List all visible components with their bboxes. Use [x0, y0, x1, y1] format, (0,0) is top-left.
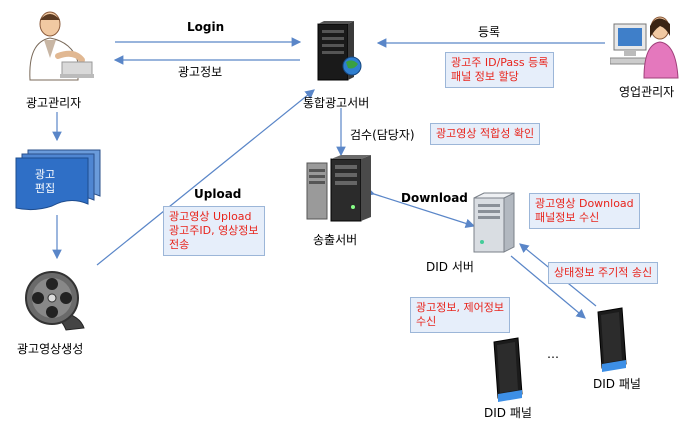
did-server-label: DID 서버 [426, 260, 474, 274]
did-panel-bottom-label: DID 패널 [484, 406, 532, 420]
did-panel-icon [493, 337, 523, 402]
did-server-icon [473, 192, 515, 253]
register-note: 광고주 ID/Pass 등록 패널 정보 할당 [445, 52, 555, 88]
upload-arrow [96, 89, 315, 266]
ad-video-gen-label: 광고영상생성 [17, 342, 84, 356]
download-note: 광고영상 Download 패널정보 수신 [529, 193, 640, 229]
transmit-server-icon [306, 155, 371, 222]
register-label: 등록 [478, 25, 501, 39]
download-label: Download [401, 191, 468, 205]
did-panel-right-label: DID 패널 [593, 377, 641, 391]
sales-manager-label: 영업관리자 [619, 85, 675, 99]
transmit-server-label: 송출서버 [313, 233, 358, 247]
film-reel-icon [25, 271, 85, 331]
control-arrow [510, 255, 586, 319]
ad-manager-label: 광고관리자 [26, 96, 82, 110]
login-label: Login [187, 20, 225, 34]
document-stack-icon [15, 149, 101, 211]
did-panel-icon [597, 307, 627, 372]
ad-server-label: 통합광고서버 [303, 96, 370, 110]
status-note: 상태정보 주기적 송신 [548, 262, 659, 284]
inspect-note: 광고영상 적합성 확인 [430, 123, 541, 145]
ad-edit-label: 광고 편집 [34, 168, 56, 195]
sales-manager-person-icon [610, 16, 679, 79]
ellipsis-label: … [547, 347, 559, 361]
download-arrow [364, 186, 476, 229]
ad-info-label: 광고정보 [178, 65, 223, 79]
inspection-label: 검수(담당자) [350, 128, 415, 142]
upload-note: 광고영상 Upload 광고주ID, 영상정보 전송 [163, 206, 265, 256]
server-icon [317, 21, 362, 81]
ad-manager-person-icon [29, 11, 94, 81]
upload-label: Upload [194, 187, 242, 201]
control-note: 광고정보, 제어정보 수신 [410, 297, 510, 333]
